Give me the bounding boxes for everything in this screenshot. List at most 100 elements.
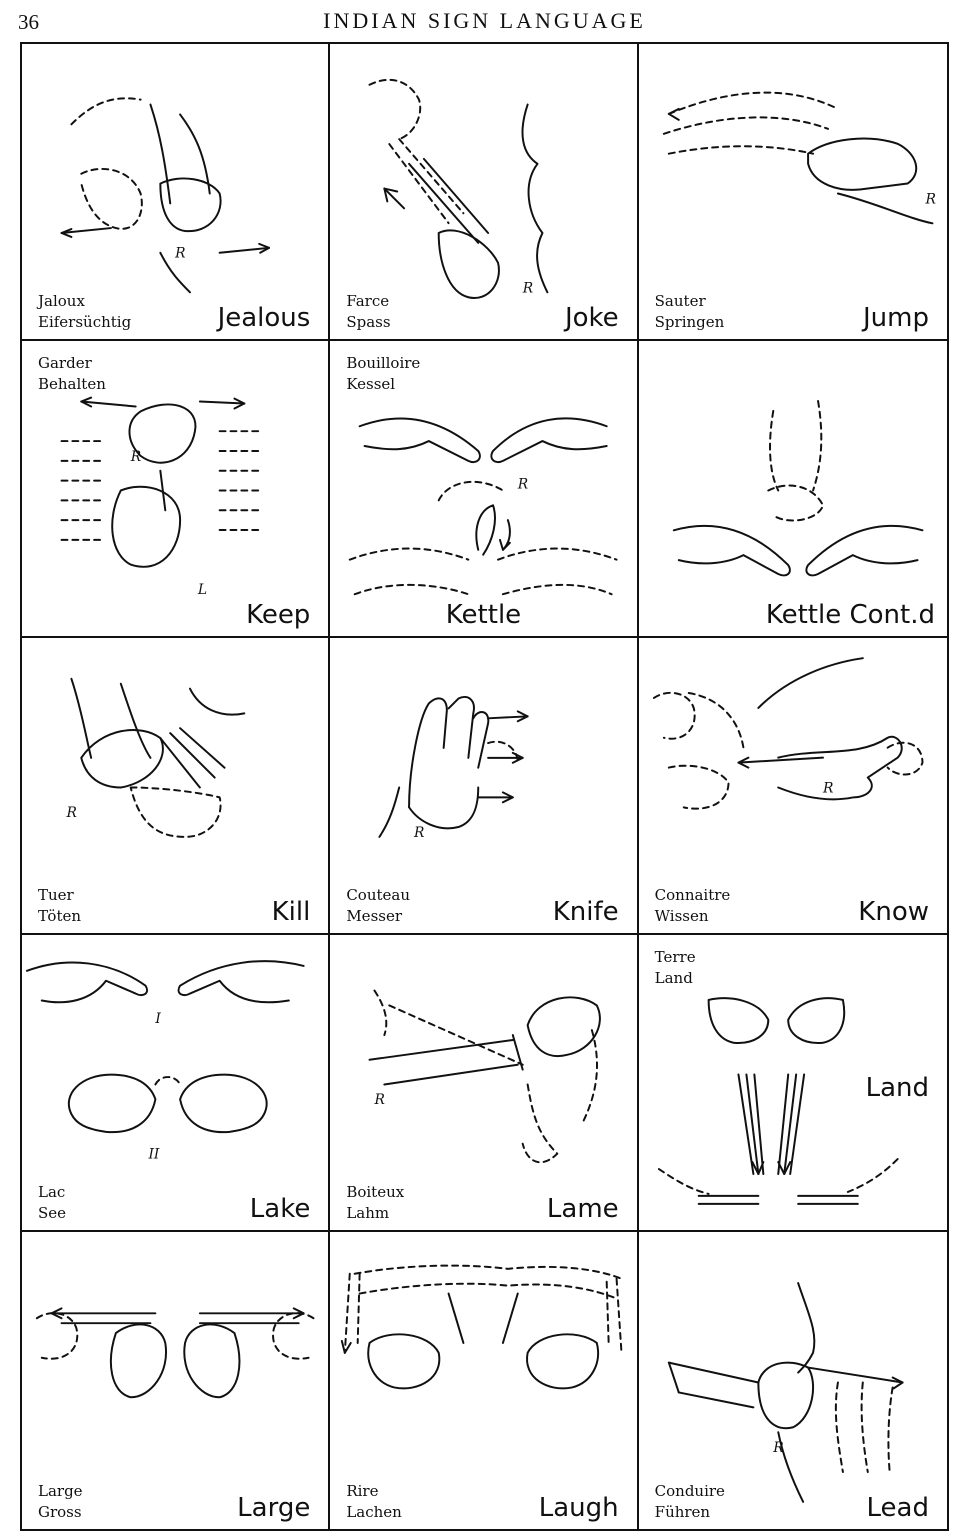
- english-word: Kettle Cont.d: [765, 600, 935, 630]
- sign-cell-jump: R Sauter Springen Jump: [638, 44, 947, 341]
- lame-illustration: R: [368, 989, 602, 1164]
- sign-cell-know: R Connaitre Wissen Know: [638, 638, 947, 935]
- sign-cell-jealous: R Jaloux Eifersüchtig Jealous: [22, 44, 331, 341]
- sign-labels: Bouilloire Kessel: [346, 353, 420, 395]
- laugh-illustration: [341, 1264, 623, 1390]
- sign-grid: R Jaloux Eifersüchtig Jealous R Farce Sp…: [20, 42, 949, 1531]
- german-label: See: [38, 1204, 67, 1222]
- french-label: Couteau: [346, 886, 411, 904]
- french-label: Jaloux: [38, 292, 85, 310]
- sign-cell-lead: R Conduire Führen Lead: [639, 1232, 947, 1529]
- sign-labels: Lac See: [38, 1182, 66, 1224]
- english-word: Know: [858, 897, 929, 927]
- sign-labels: Jaloux Eifersüchtig: [38, 291, 131, 333]
- kettle-mark-r: R: [517, 477, 528, 493]
- french-label: Terre: [654, 948, 696, 966]
- jealous-illustration: R: [60, 97, 271, 294]
- kettle-continued-illustration: [672, 399, 924, 577]
- german-label: Lachen: [346, 1503, 402, 1521]
- sign-labels: Couteau Messer: [346, 885, 410, 927]
- sign-labels: Connaitre Wissen: [655, 885, 731, 927]
- french-label: Farce: [346, 292, 390, 310]
- sign-labels: Garder Behalten: [38, 353, 106, 395]
- german-label: Behalten: [38, 375, 106, 393]
- sign-cell-kettle: R Bouilloire Kessel Kettle: [330, 341, 639, 638]
- sign-cell-land: Terre Land Land: [638, 935, 947, 1232]
- land-illustration: [657, 997, 899, 1205]
- english-word: Lame: [546, 1194, 619, 1224]
- sign-labels: Conduire Führen: [655, 1481, 725, 1523]
- kill-mark-r: R: [65, 805, 76, 821]
- german-label: Spass: [346, 313, 391, 331]
- english-word: Lead: [866, 1493, 929, 1523]
- jump-mark-r: R: [924, 191, 935, 207]
- english-word: Kill: [271, 897, 311, 927]
- keep-illustration: R L: [60, 396, 261, 598]
- sign-labels: Sauter Springen: [655, 291, 725, 333]
- english-word: Joke: [564, 303, 619, 333]
- large-illustration: [35, 1307, 315, 1399]
- english-word: Keep: [246, 600, 311, 630]
- sign-cell-kettle-continued: Kettle Cont.d: [638, 341, 947, 638]
- french-label: Garder: [38, 354, 92, 372]
- english-word: Jealous: [217, 303, 311, 333]
- english-word: Land: [865, 1073, 929, 1103]
- german-label: Gross: [38, 1503, 82, 1521]
- page-title: INDIAN SIGN LANGUAGE: [323, 8, 646, 33]
- german-label: Kessel: [346, 375, 396, 393]
- sign-labels: Farce Spass: [346, 291, 390, 333]
- french-label: Connaitre: [654, 886, 731, 904]
- english-word: Jump: [863, 303, 929, 333]
- german-label: Wissen: [654, 907, 709, 925]
- sign-labels: Terre Land: [655, 947, 696, 989]
- sign-cell-knife: R Couteau Messer Knife: [330, 638, 639, 935]
- know-illustration: R: [652, 657, 924, 810]
- sign-cell-lame: R Boiteux Lahm Lame: [330, 935, 639, 1232]
- know-mark-r: R: [822, 780, 833, 796]
- french-label: Bouilloire: [346, 354, 421, 372]
- english-word: Lake: [249, 1194, 311, 1224]
- french-label: Boiteux: [346, 1183, 405, 1201]
- english-word: Laugh: [538, 1493, 619, 1523]
- sign-cell-keep: R L Garder Behalten Keep: [22, 341, 331, 638]
- kettle-illustration: R: [349, 417, 618, 596]
- lake-mark-i: I: [154, 1011, 161, 1027]
- english-word: Large: [237, 1493, 311, 1523]
- joke-mark-r: R: [522, 280, 533, 296]
- german-label: Springen: [654, 313, 725, 331]
- sign-labels: Boiteux Lahm: [346, 1182, 404, 1224]
- german-label: Lahm: [346, 1204, 390, 1222]
- french-label: Lac: [38, 1183, 66, 1201]
- lead-illustration: R: [667, 1282, 904, 1503]
- sign-labels: Large Gross: [38, 1481, 83, 1523]
- lame-mark-r: R: [374, 1092, 385, 1108]
- french-label: Rire: [346, 1482, 379, 1500]
- kill-illustration: R: [65, 677, 246, 838]
- lake-mark-ii: II: [147, 1147, 159, 1163]
- french-label: Large: [38, 1482, 83, 1500]
- french-label: Conduire: [654, 1482, 725, 1500]
- german-label: Führen: [654, 1503, 711, 1521]
- jump-illustration: R: [662, 91, 936, 225]
- lake-illustration: I II: [25, 960, 305, 1163]
- sign-cell-kill: R Tuer Töten Kill: [22, 638, 331, 935]
- sign-labels: Tuer Töten: [38, 885, 81, 927]
- sign-cell-laugh: Rire Lachen Laugh: [330, 1232, 639, 1529]
- german-label: Land: [654, 969, 693, 987]
- sign-labels: Rire Lachen: [346, 1481, 402, 1523]
- jealous-mark-r: R: [174, 246, 185, 262]
- english-word: Knife: [552, 897, 619, 927]
- lead-mark-r: R: [772, 1440, 783, 1456]
- english-word: Kettle: [445, 600, 522, 630]
- keep-mark-l: L: [197, 582, 207, 598]
- german-label: Töten: [38, 907, 82, 925]
- french-label: Tuer: [38, 886, 74, 904]
- knife-mark-r: R: [413, 825, 424, 841]
- knife-illustration: R: [378, 695, 529, 841]
- sign-cell-joke: R Farce Spass Joke: [330, 44, 639, 341]
- french-label: Sauter: [654, 292, 706, 310]
- german-label: Messer: [346, 907, 403, 925]
- sign-cell-lake: I II Lac See Lake: [22, 935, 331, 1232]
- sign-cell-large: Large Gross Large: [22, 1232, 331, 1529]
- joke-illustration: R: [368, 78, 549, 299]
